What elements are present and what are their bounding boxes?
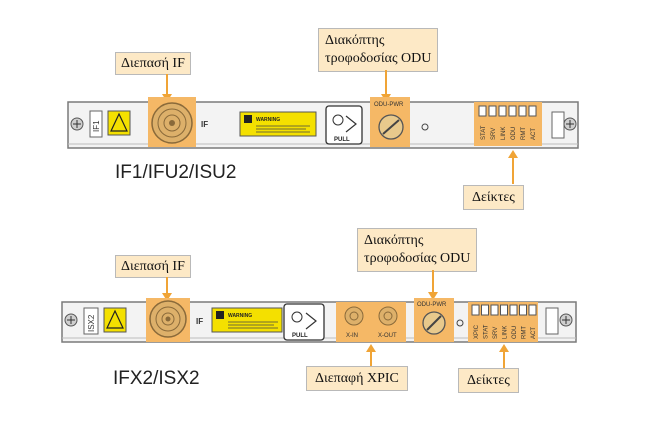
board1-arrow-if (166, 74, 168, 96)
board1-indicator-leds: STAT SRV LINK ODU RMT ACT (478, 105, 537, 140)
board2-led-label-odu: ODU (512, 326, 518, 339)
board1-led-stat (478, 105, 487, 117)
board2-callout-odu-line1: Διακόπτης (364, 233, 424, 248)
board2-arrow-ind-head (499, 344, 509, 352)
board2-arrow-if (166, 277, 168, 295)
board2-callout-if-text: Διεπασή IF (121, 259, 185, 274)
board2-led-link (500, 304, 508, 316)
board2-callout-odu: Διακόπτης τροφοδοσίας ODU (357, 228, 478, 272)
board1-led-label-srv: SRV (491, 128, 497, 140)
board1-led-act (528, 105, 537, 117)
board2-arrow-xpic-head (366, 344, 376, 352)
board1-callout-if: Διεπασή IF (115, 52, 191, 75)
board2-led-label-srv: SRV (493, 327, 499, 339)
board1-slot-label: IF1 (92, 120, 101, 132)
board1-callout-odu: Διακόπτης τροφοδοσίας ODU (318, 28, 439, 72)
board1-pull-marking: PULL (334, 137, 350, 143)
board1-led-odu (508, 105, 517, 117)
board2-xout-marking: X-OUT (378, 333, 397, 339)
board2-led-xpic (471, 304, 480, 316)
board1-callout-indicators-text: Δείκτες (472, 190, 515, 205)
board2-warning-text: WARNING (228, 313, 252, 319)
board1-arrow-ind-head (508, 150, 518, 158)
board2-callout-xpic-text: Διεπαφή XPIC (315, 371, 399, 386)
board2-slot-box (83, 307, 99, 335)
board1-led-label-stat: STAT (481, 125, 487, 140)
board1-slot-box (89, 110, 103, 138)
board2-laser-box (103, 307, 127, 333)
board2-led-odu (509, 304, 518, 316)
board1-led-label-link: LINK (501, 127, 507, 140)
board1-callout-indicators: Δείκτες (463, 185, 524, 210)
board2-callout-indicators: Δείκτες (458, 368, 519, 393)
board2-screw-left (64, 313, 78, 327)
board2-callout-odu-line2: τροφοδοσίας ODU (364, 251, 471, 266)
board2-slot-label: ISX2 (87, 314, 96, 332)
board2-led-label-link: LINK (503, 326, 509, 339)
board2-led-label-xpic: XPIC (474, 324, 480, 339)
board1-led-rmt (518, 105, 527, 117)
board1-arrow-ind (512, 156, 514, 184)
board1-led-label-act: ACT (531, 128, 537, 140)
board2-led-rmt (519, 304, 527, 316)
board2-if-marking: IF (196, 317, 203, 326)
board2-led-label-rmt: RMT (522, 326, 528, 339)
board2-xin-connector (344, 306, 364, 326)
board2-arrow-odu (432, 270, 434, 294)
board2-screw-right (545, 307, 573, 335)
board2-led-label-act: ACT (531, 327, 537, 339)
board2-model-label: IFX2/ISX2 (113, 368, 200, 389)
board1-warning-text: WARNING (256, 117, 280, 123)
board1-odu-marking: ODU-PWR (374, 102, 404, 108)
board1-led-label-rmt: RMT (521, 127, 527, 140)
board2-arrow-xpic (370, 350, 372, 366)
board1-laser-box (107, 110, 131, 136)
board1-callout-odu-line1: Διακόπτης (325, 33, 385, 48)
board2-led-srv (490, 304, 499, 316)
board2-led-act (528, 304, 537, 316)
board2-pull-marking: PULL (292, 333, 308, 339)
board1-callout-odu-line2: τροφοδοσίας ODU (325, 51, 432, 66)
board2-xout-connector (378, 306, 398, 326)
board2-arrow-ind (503, 350, 505, 368)
board1-screw-right (551, 111, 577, 139)
board2-callout-if: Διεπασή IF (115, 255, 191, 278)
board1-led-label-odu: ODU (511, 127, 517, 140)
board2-callout-xpic: Διεπαφή XPIC (306, 366, 408, 391)
board1-if-marking: IF (201, 120, 208, 129)
board2-arrow-odu-head (428, 292, 438, 300)
board1-arrow-odu (385, 70, 387, 96)
board2-odu-marking: ODU-PWR (417, 302, 447, 308)
board2-led-label-stat: STAT (484, 324, 490, 339)
board1-led-link (498, 105, 507, 117)
board2-arrow-if-head (162, 293, 172, 301)
board1-model-label: IF1/IFU2/ISU2 (115, 162, 237, 183)
board1-callout-if-text: Διεπασή IF (121, 56, 185, 71)
board1-led-srv (488, 105, 497, 117)
board1-screw-left (70, 117, 84, 131)
board2-xin-marking: X-IN (346, 333, 358, 339)
board2-callout-indicators-text: Δείκτες (467, 373, 510, 388)
board2-led-stat (481, 304, 489, 316)
